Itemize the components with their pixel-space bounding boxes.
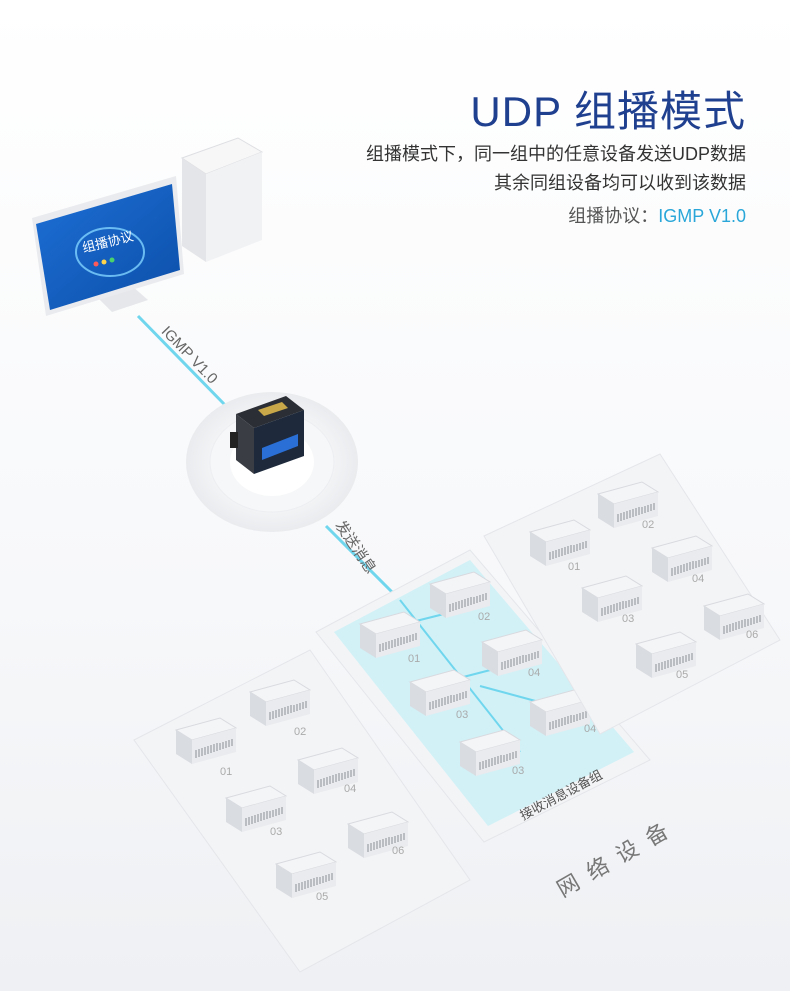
left-num-04: 04 — [344, 783, 356, 795]
left-num-01: 01 — [220, 766, 232, 778]
center-num-05: 03 — [512, 765, 524, 777]
right-num-01: 01 — [568, 561, 580, 573]
center-num-03: 03 — [456, 709, 468, 721]
right-num-06: 06 — [746, 629, 758, 641]
monitor — [32, 176, 184, 316]
serial-server-device — [230, 396, 304, 474]
center-num-01: 01 — [408, 653, 420, 665]
description-line-2: 其余同组设备均可以收到该数据 — [494, 173, 746, 193]
center-num-04: 04 — [528, 667, 540, 679]
left-num-02: 02 — [294, 726, 306, 738]
right-num-04: 04 — [692, 573, 704, 585]
center-num-02: 02 — [478, 611, 490, 623]
protocol-value: IGMP V1.0 — [658, 206, 746, 226]
right-num-05: 05 — [676, 669, 688, 681]
left-device-group: 01 02 03 04 05 06 — [133, 649, 471, 973]
center-num-06: 04 — [584, 723, 596, 735]
description-line-1: 组播模式下，同一组中的任意设备发送UDP数据 — [365, 144, 746, 164]
left-num-06: 06 — [392, 845, 404, 857]
right-device-group: 01 02 03 04 05 06 — [483, 453, 781, 735]
page-title: UDP 组播模式 — [470, 88, 746, 135]
protocol-line: 组播协议：IGMP V1.0 — [568, 202, 746, 228]
protocol-label: 组播协议： — [568, 206, 659, 226]
igmp-link — [136, 314, 228, 408]
send-link — [324, 524, 394, 594]
center-device-group: 01 02 03 04 03 04 — [315, 549, 651, 843]
right-num-03: 03 — [622, 613, 634, 625]
computer-tower — [180, 137, 264, 262]
left-num-03: 03 — [270, 826, 282, 838]
right-num-02: 02 — [642, 519, 654, 531]
left-num-05: 05 — [316, 891, 328, 903]
